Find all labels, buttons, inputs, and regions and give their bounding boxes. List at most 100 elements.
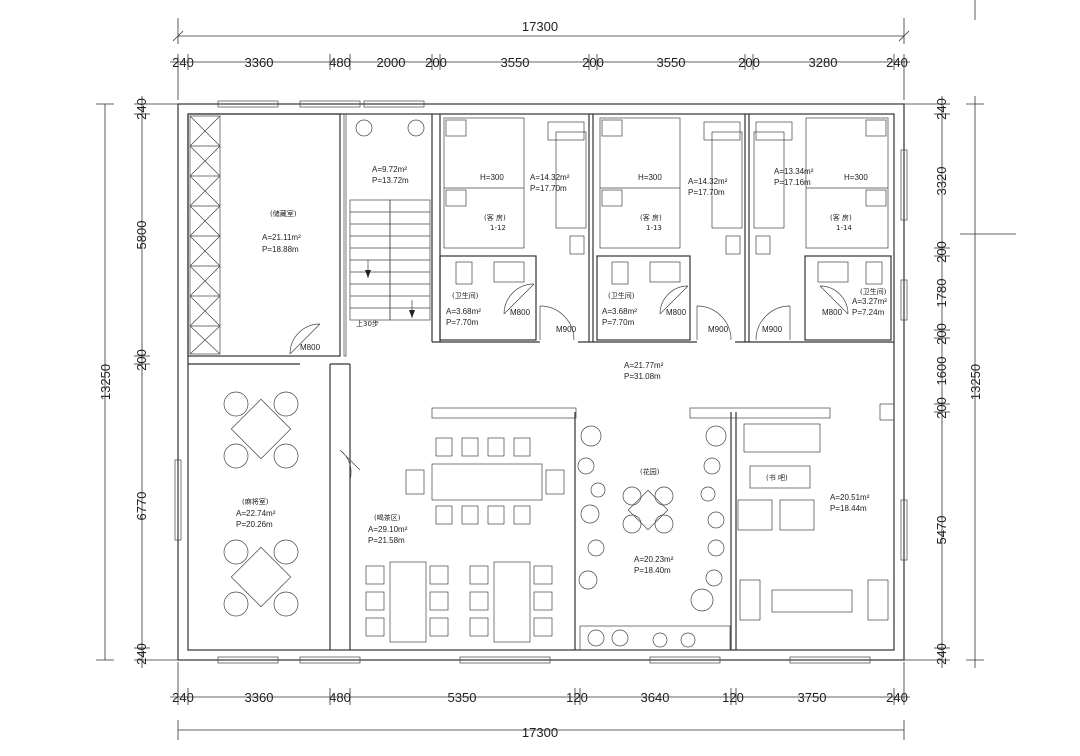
guest1-h: H=300: [480, 173, 504, 182]
garden-plants: [577, 407, 831, 651]
bottom-dim-5: 120: [566, 690, 588, 705]
right-dim-2: 3320: [934, 167, 949, 196]
dimension-lines: [96, 0, 1016, 740]
mahjong-name: (麻将室): [242, 497, 269, 506]
guest3-code: 1-14: [836, 224, 852, 232]
tea-furniture: [365, 407, 577, 643]
bath1-area: A=3.68m²: [446, 307, 481, 316]
storage-name: (储藏室): [270, 209, 297, 218]
bath3-door-code: M800: [822, 308, 843, 317]
guest2-door-code: M900: [708, 325, 729, 334]
top-dim-10: 3280: [809, 55, 838, 70]
door-swings: [339, 283, 849, 481]
guest3-name: (客 房): [830, 213, 852, 222]
bottom-dim-8: 3750: [798, 690, 827, 705]
guest3-door-code: M900: [762, 325, 783, 334]
tea-area: A=29.10m²: [368, 525, 408, 534]
garden-perimeter: P=18.40m: [634, 566, 671, 575]
corridor-area: A=21.77m²: [624, 361, 664, 370]
guest2-code: 1-13: [646, 224, 662, 232]
guest2-perimeter: P=17.70m: [688, 188, 725, 197]
guest2-h: H=300: [638, 173, 662, 182]
tea-name: (喝茶区): [374, 513, 401, 522]
right-dim-3: 200: [934, 241, 949, 263]
guest-room-3-furniture: [753, 117, 889, 255]
study-name: (书 吧): [766, 473, 788, 482]
storage-shelving: [189, 115, 221, 355]
bath3-area: A=3.27m²: [852, 297, 887, 306]
top-dim-2: 3360: [245, 55, 274, 70]
guest1-code: 1-12: [490, 224, 506, 232]
bath-fixtures: [455, 261, 883, 285]
study-furniture: [737, 423, 889, 621]
bottom-dim-3: 480: [329, 690, 351, 705]
bottom-total-dim: 17300: [522, 725, 558, 740]
bath1-door-code: M800: [510, 308, 531, 317]
left-dim-3: 200: [134, 349, 149, 371]
guest2-name: (客 房): [640, 213, 662, 222]
stair-perimeter: P=13.72m: [372, 176, 409, 185]
top-dim-8: 3550: [657, 55, 686, 70]
guest1-door-code: M900: [556, 325, 577, 334]
guest-room-2-furniture: [599, 117, 743, 255]
top-dim-11: 240: [886, 55, 908, 70]
left-total-dim: 13250: [98, 364, 113, 400]
top-dim-5: 200: [425, 55, 447, 70]
guest1-perimeter: P=17.70m: [530, 184, 567, 193]
top-dim-1: 240: [172, 55, 194, 70]
dimension-labels: 17300 240 3360 480 2000 200 3550 200 355…: [98, 19, 983, 740]
guest-room-1-furniture: [443, 117, 587, 255]
top-dim-3: 480: [329, 55, 351, 70]
staircase: [349, 119, 431, 321]
bath2-perimeter: P=7.70m: [602, 318, 635, 327]
bottom-dim-1: 240: [172, 690, 194, 705]
garden-area: A=20.23m²: [634, 555, 674, 564]
mahjong-tables: [223, 391, 299, 617]
corridor-perimeter: P=31.08m: [624, 372, 661, 381]
storage-door-code: M800: [300, 343, 321, 352]
bath3-perimeter: P=7.24m: [852, 308, 885, 317]
stair-area: A=9.72m²: [372, 165, 407, 174]
bottom-dim-7: 120: [722, 690, 744, 705]
top-dim-9: 200: [738, 55, 760, 70]
bottom-dim-2: 3360: [245, 690, 274, 705]
guest1-name: (客 房): [484, 213, 506, 222]
room-labels: (储藏室) A=21.11m² P=18.88m M800 A=9.72m² P…: [236, 165, 887, 575]
mahjong-perimeter: P=20.26m: [236, 520, 273, 529]
top-dim-4: 2000: [377, 55, 406, 70]
tea-perimeter: P=21.58m: [368, 536, 405, 545]
bottom-dim-4: 5350: [448, 690, 477, 705]
right-dim-6: 1600: [934, 357, 949, 386]
right-dim-5: 200: [934, 323, 949, 345]
bath2-area: A=3.68m²: [602, 307, 637, 316]
left-dim-4: 6770: [134, 492, 149, 521]
right-dim-1: 240: [934, 98, 949, 120]
right-dim-7: 200: [934, 397, 949, 419]
left-dim-2: 5800: [134, 221, 149, 250]
right-dim-8: 5470: [934, 516, 949, 545]
guest1-area: A=14.32m²: [530, 173, 570, 182]
mahjong-area: A=22.74m²: [236, 509, 276, 518]
bath1-perimeter: P=7.70m: [446, 318, 479, 327]
guest3-perimeter: P=17.16m: [774, 178, 811, 187]
bottom-dim-6: 3640: [641, 690, 670, 705]
right-total-dim: 13250: [968, 364, 983, 400]
bath3-name: (卫生间): [860, 287, 887, 296]
bath1-name: (卫生间): [452, 291, 479, 300]
storage-area: A=21.11m²: [262, 233, 301, 242]
left-dim-1: 240: [134, 98, 149, 120]
storage-perimeter: P=18.88m: [262, 245, 299, 254]
stair-up-label: 上30步: [356, 319, 379, 328]
bottom-dim-9: 240: [886, 690, 908, 705]
right-dim-4: 1780: [934, 279, 949, 308]
guest2-area: A=14.32m²: [688, 177, 728, 186]
garden-name: (花园): [640, 467, 660, 476]
guest3-h: H=300: [844, 173, 868, 182]
bath2-door-code: M800: [666, 308, 687, 317]
guest3-area: A=13.34m²: [774, 167, 814, 176]
walls: [174, 100, 908, 664]
left-dim-5: 240: [134, 643, 149, 665]
storage-door-swing: [289, 323, 321, 355]
bath2-name: (卫生间): [608, 291, 635, 300]
